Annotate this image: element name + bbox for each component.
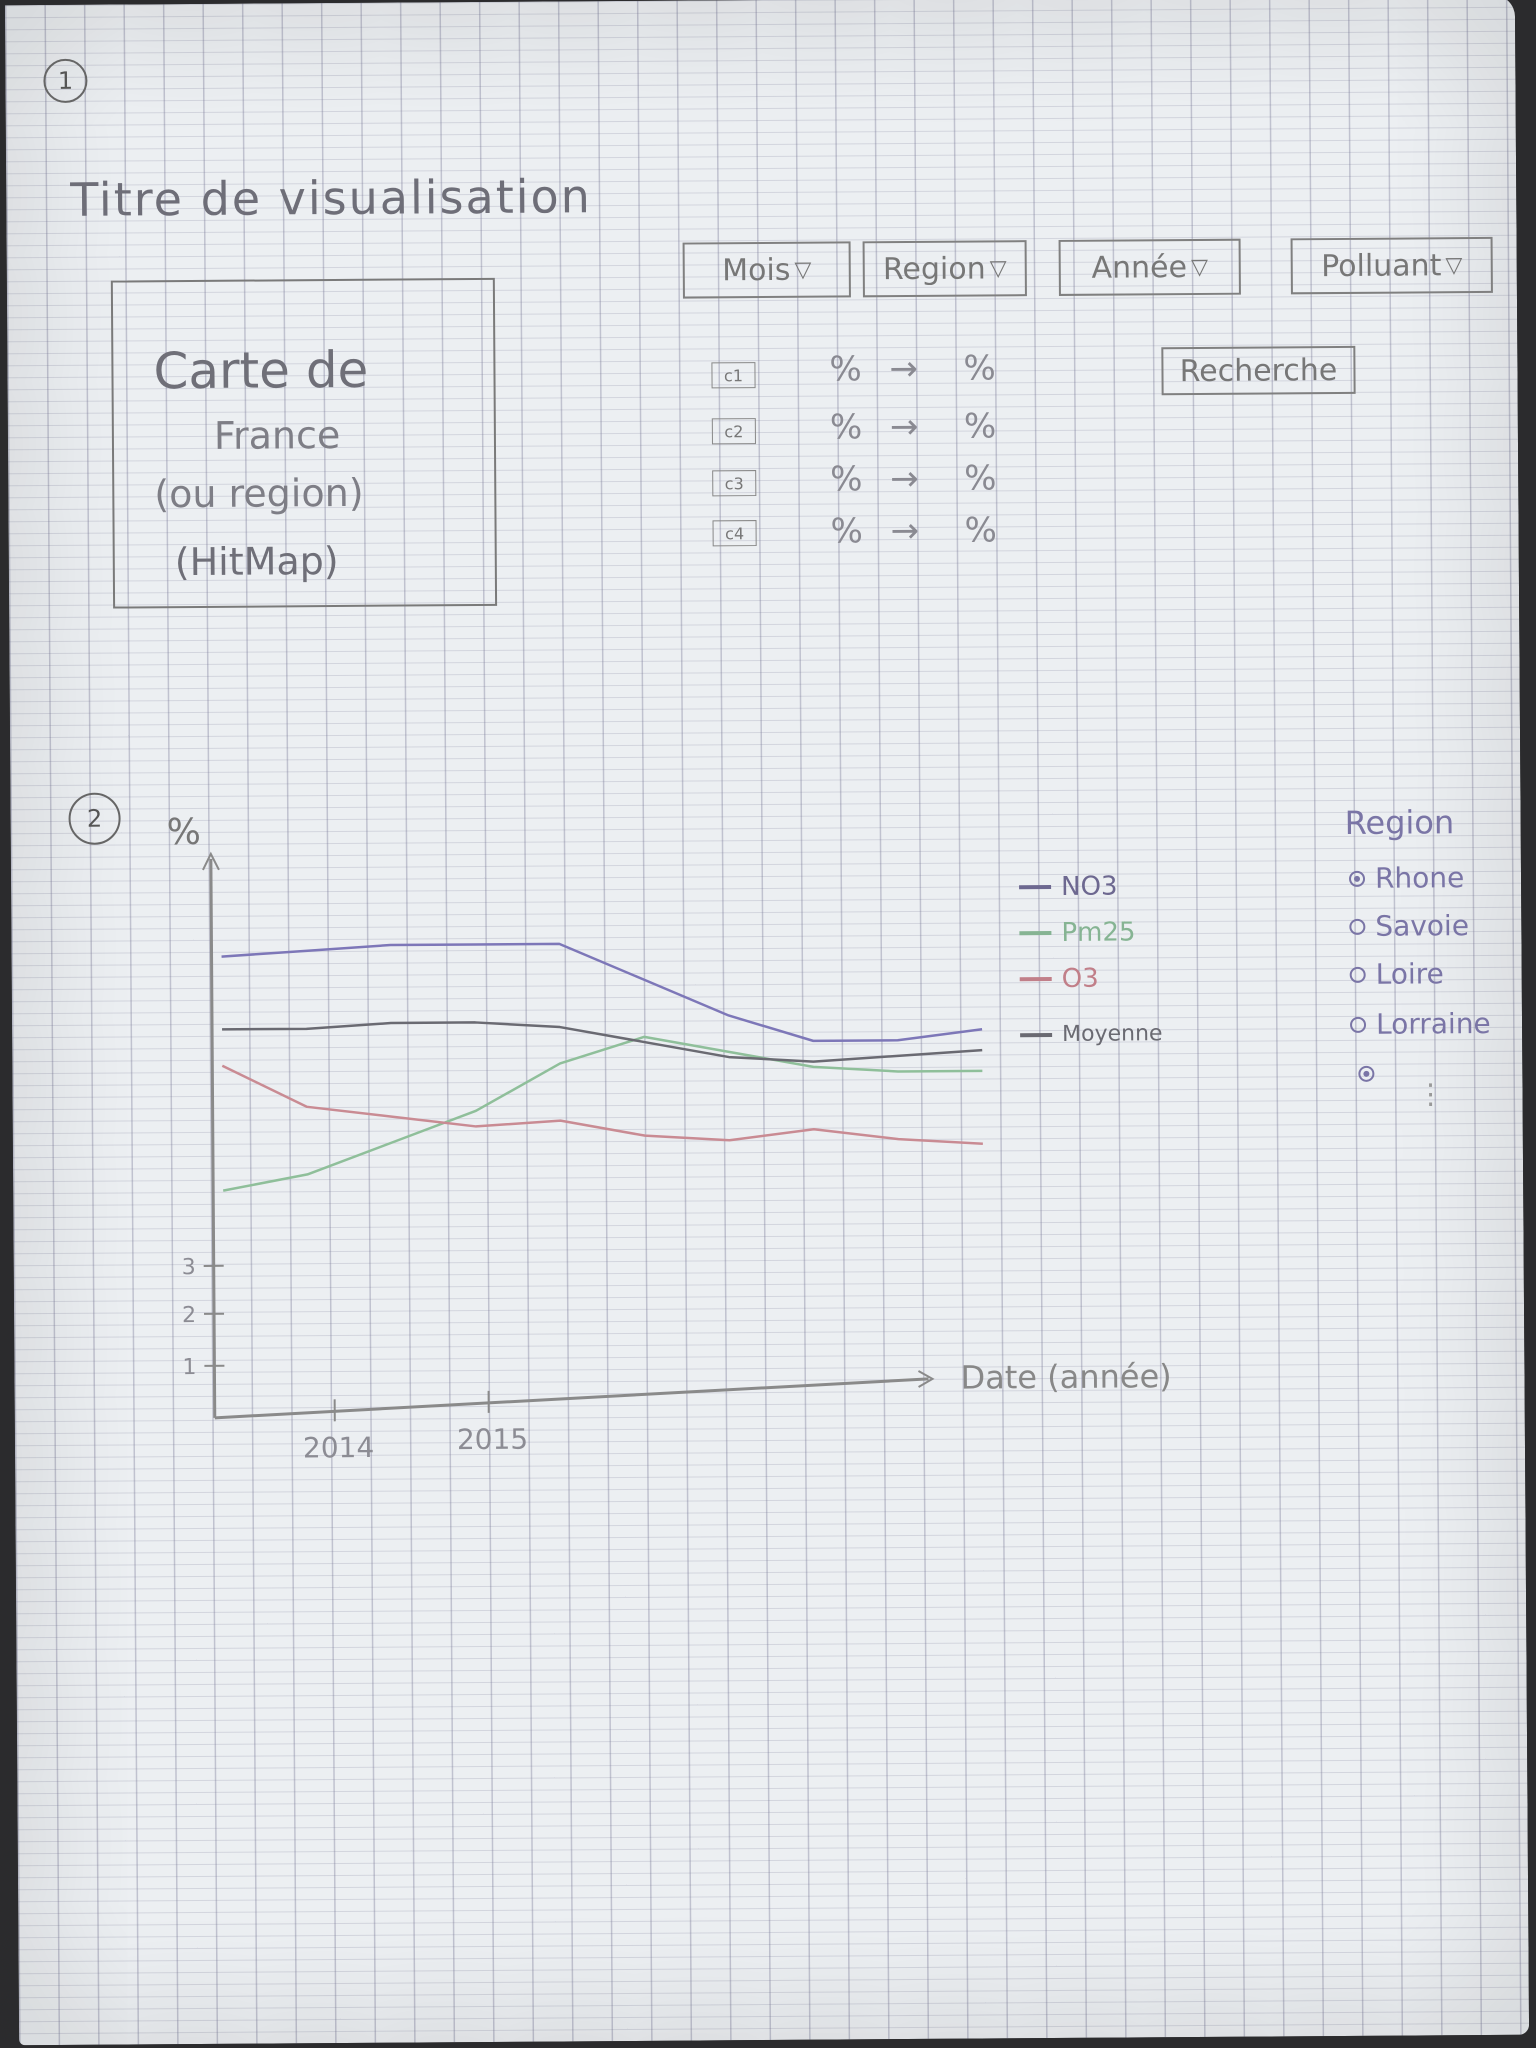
y-axis-label: % [167, 812, 202, 853]
radio-icon [1358, 1065, 1375, 1082]
series-line-moyenne [222, 1021, 983, 1063]
y-tick-label: 1 [182, 1355, 196, 1380]
legend-label: O3 [1061, 963, 1099, 994]
notebook-sheet: 1 Titre de visualisation Carte de France… [4, 0, 1530, 2046]
legend-label: Moyenne [1062, 1021, 1163, 1047]
series-line-o3 [221, 1064, 983, 1145]
legend-swatch [1019, 931, 1052, 936]
radio-icon [1349, 1016, 1367, 1033]
legend-item-o3[interactable]: O3 [1019, 963, 1099, 995]
series-line-pm25 [222, 1035, 983, 1192]
region-option-loire[interactable]: Loire [1349, 957, 1444, 991]
region-option-label: Loire [1375, 957, 1444, 991]
radio-icon [1349, 918, 1366, 935]
legend-item-moyenne[interactable]: Moyenne [1020, 1021, 1163, 1047]
more-options-ellipsis: ⋮ [1416, 1077, 1445, 1111]
region-panel-title: Region [1344, 803, 1455, 842]
region-option-label: Lorraine [1375, 1006, 1491, 1041]
line-chart: % Date (année) 2014 2015 1 2 3 [167, 812, 1172, 1465]
legend-swatch [1019, 977, 1052, 982]
x-axis [214, 1377, 929, 1420]
region-option-savoie[interactable]: Savoie [1349, 909, 1469, 943]
legend-label: NO3 [1060, 871, 1118, 902]
region-option-rhone[interactable]: Rhone [1348, 861, 1465, 895]
region-option-lorraine[interactable]: Lorraine [1349, 1006, 1491, 1041]
y-axis-arrowhead [202, 851, 220, 871]
radio-selected-icon [1348, 870, 1366, 887]
y-tick-label: 3 [182, 1255, 196, 1280]
legend-swatch [1020, 1032, 1053, 1037]
legend-item-pm25[interactable]: Pm25 [1019, 917, 1136, 948]
region-option-label: Savoie [1375, 909, 1470, 943]
legend-item-no3[interactable]: NO3 [1019, 872, 1118, 903]
region-option-more[interactable] [1358, 1065, 1375, 1082]
x-axis-arrowhead [917, 1370, 935, 1388]
legend-label: Pm25 [1061, 917, 1136, 948]
x-tick-label: 2015 [457, 1423, 528, 1456]
legend-swatch [1019, 885, 1052, 890]
radio-icon [1349, 966, 1366, 983]
x-axis-label: Date (année) [960, 1357, 1171, 1396]
y-axis [209, 858, 217, 1418]
series-line-no3 [221, 942, 983, 1043]
y-tick-label: 2 [182, 1303, 196, 1328]
region-option-label: Rhone [1374, 861, 1465, 895]
x-tick-label: 2014 [303, 1431, 374, 1464]
